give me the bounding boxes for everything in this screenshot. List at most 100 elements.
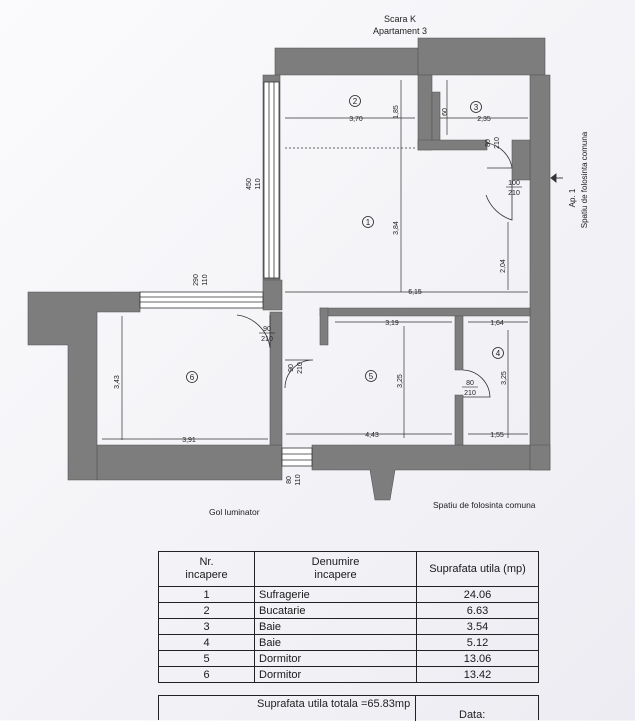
dim-3-25-a: 3,25 — [397, 374, 404, 388]
table-row: 1 Sufragerie 24.06 — [158, 586, 539, 603]
dim-4-43: 4,43 — [365, 432, 379, 439]
dim-60: 60 — [442, 108, 449, 116]
door-kitchen-6 — [236, 314, 271, 349]
header-nr: Nr. incapere — [158, 551, 255, 587]
table-row: 4 Baie 5.12 — [158, 634, 539, 651]
room-number-6: 6 — [190, 373, 195, 382]
window-290-w: 290 — [193, 274, 200, 286]
right-wall — [529, 74, 551, 471]
window-290-h: 110 — [202, 274, 209, 285]
total-separator — [415, 696, 417, 721]
table-header-row: Nr. incapere Denumire incapere Suprafata… — [158, 551, 539, 587]
bath3-wall-left — [417, 74, 433, 151]
cell-nr: 1 — [158, 586, 255, 603]
dim-2-35: 2,35 — [477, 116, 491, 123]
wall-5-top — [319, 307, 531, 317]
window-80 — [281, 447, 313, 467]
wall-5-4 — [454, 315, 464, 371]
apartment-label: Apartament 3 — [372, 26, 428, 36]
table-row: 5 Dormitor 13.06 — [158, 650, 539, 667]
cell-nr: 5 — [158, 650, 255, 667]
pillar — [262, 279, 283, 311]
cell-name: Sufragerie — [254, 586, 417, 603]
cell-area: 3.54 — [416, 618, 539, 635]
cell-nr: 3 — [158, 618, 255, 635]
rooms-table: Nr. incapere Denumire incapere Suprafata… — [158, 551, 539, 683]
door-80a-h: 210 — [494, 137, 501, 149]
door-90b-w: 90 — [288, 364, 295, 372]
cell-area: 13.06 — [416, 650, 539, 667]
room-number-4: 4 — [496, 349, 501, 358]
wall-5-4-low — [454, 394, 464, 446]
door-entry — [485, 180, 513, 221]
bath3-wall-inner — [431, 91, 441, 141]
door-bath4 — [462, 369, 491, 398]
dim-3-25-b: 3,25 — [501, 371, 508, 385]
header-suprafata: Suprafata utila (mp) — [416, 551, 539, 587]
table-row: 6 Dormitor 13.42 — [158, 666, 539, 683]
dim-6-15: 6,15 — [408, 289, 422, 296]
door-bath3 — [486, 142, 513, 169]
spatiu-bottom-label: Spatiu de folosinta comuna — [433, 500, 536, 510]
cell-area: 24.06 — [416, 586, 539, 603]
dim-3-19: 3,19 — [385, 320, 399, 327]
room-number-1: 1 — [366, 218, 371, 227]
door-90a-h: 210 — [261, 336, 273, 343]
bottom-wall-left — [96, 444, 283, 481]
dim-1-64: 1,64 — [490, 320, 504, 327]
wall-5-left — [319, 307, 329, 346]
bottom-wall-mid — [311, 444, 531, 501]
dim-3-70: 3,70 — [349, 116, 363, 123]
dim-1-85: 1,85 — [393, 105, 400, 119]
window-450-w: 450 — [246, 178, 253, 190]
room-number-5: 5 — [369, 372, 374, 381]
total-row: Suprafata utila totala =65.83mp Data: — [158, 695, 539, 721]
door-6-5 — [284, 359, 314, 389]
bottom-wall-right — [529, 444, 551, 471]
window-450-h: 110 — [255, 178, 262, 189]
cell-name: Dormitor — [254, 666, 417, 683]
cell-nr: 4 — [158, 634, 255, 651]
entrance-arrow-icon — [550, 173, 563, 183]
cell-name: Baie — [254, 618, 417, 635]
dim-3-84: 3,84 — [393, 221, 400, 235]
door-90a-w: 90 — [263, 326, 271, 333]
door-80b-w: 80 — [466, 380, 474, 387]
window-450 — [263, 81, 280, 279]
staircase-label: Scara K — [383, 14, 416, 24]
cell-name: Baie — [254, 634, 417, 651]
window-80-w: 80 — [286, 476, 293, 484]
door-80b-h: 210 — [464, 390, 476, 397]
date-label: Data: — [459, 709, 486, 721]
cell-nr: 6 — [158, 666, 255, 683]
window-80-h: 110 — [295, 474, 302, 485]
room-number-2: 2 — [353, 97, 358, 106]
door-100-w: 100 — [508, 180, 520, 187]
top-wall-right — [417, 37, 546, 76]
entry-wall — [511, 139, 531, 181]
dim-3-43: 3,43 — [114, 375, 121, 389]
spatiu-right-label: Spatiu de folosinta comuna — [580, 131, 589, 228]
top-wall — [274, 47, 419, 76]
table-row: 3 Baie 3.54 — [158, 618, 539, 635]
ap1-label: Ap. 1 — [568, 188, 577, 207]
cell-area: 5.12 — [416, 634, 539, 651]
cell-nr: 2 — [158, 602, 255, 619]
cell-area: 13.42 — [416, 666, 539, 683]
door-100-h: 210 — [508, 190, 520, 197]
bath3-wall-bottom — [417, 139, 488, 151]
dim-3-91: 3,91 — [182, 437, 196, 444]
door-90b-h: 210 — [297, 362, 304, 374]
total-area: Suprafata utila totala =65.83mp — [257, 698, 411, 710]
dim-2-04: 2,04 — [500, 259, 507, 273]
cell-area: 6.63 — [416, 602, 539, 619]
header-denumire: Denumire incapere — [254, 551, 417, 587]
gol-luminator-label: Gol luminator — [209, 507, 260, 517]
cell-name: Dormitor — [254, 650, 417, 667]
room-number-3: 3 — [474, 103, 479, 112]
door-80a-w: 80 — [485, 139, 492, 147]
dim-1-55: 1,55 — [490, 432, 504, 439]
wall-6-5 — [269, 311, 283, 446]
